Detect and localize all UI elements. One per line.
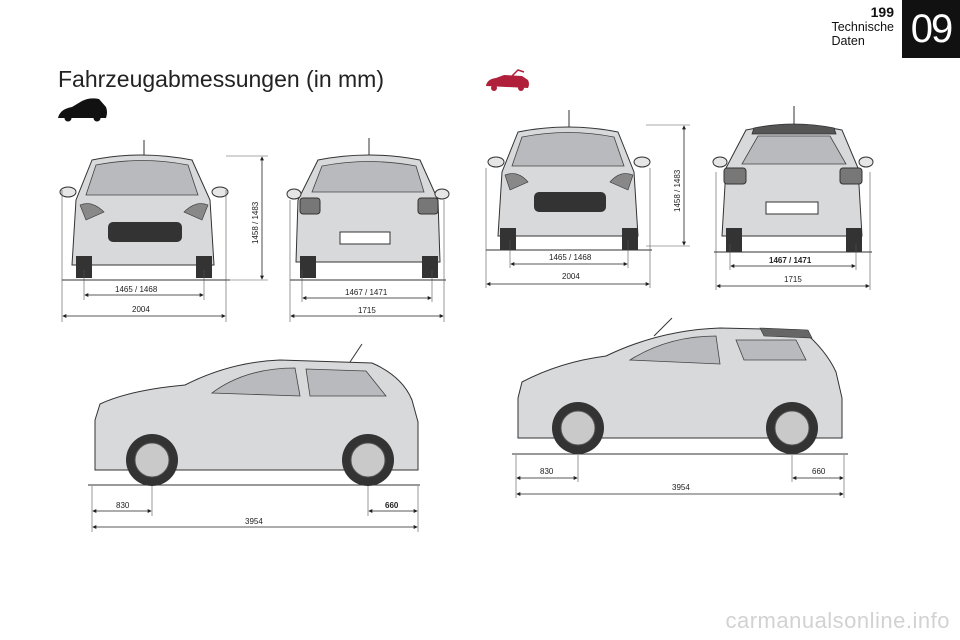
cabrio-height-label: 1458 / 1483 (673, 169, 682, 212)
hatchback-side-view (88, 343, 420, 532)
hatchback-width-label: 1715 (358, 306, 376, 315)
cabrio-front-view (485, 110, 690, 288)
hatchback-rear-overhang-label: 660 (385, 501, 399, 510)
page-number: 199 (870, 4, 894, 20)
car-hatchback-icon (58, 98, 107, 122)
watermark: carmanualsonline.info (725, 608, 950, 633)
cabrio-front-track-label: 1465 / 1468 (549, 253, 592, 262)
hatchback-length-label: 3954 (245, 517, 263, 526)
cabrio-length-label: 3954 (672, 483, 690, 492)
cabrio-width-mirrors-label: 2004 (562, 272, 580, 281)
cabrio-width-label: 1715 (784, 275, 802, 284)
cabrio-front-overhang-label: 830 (540, 467, 554, 476)
hatchback-width-mirrors-label: 2004 (132, 305, 150, 314)
page-title: Fahrzeugabmessungen (in mm) (58, 66, 384, 92)
cabrio-side-view (512, 317, 848, 498)
cabrio-rear-overhang-label: 660 (812, 467, 826, 476)
hatchback-rear-track-label: 1467 / 1471 (345, 288, 388, 297)
chapter-badge: 09 (902, 0, 960, 58)
hatchback-front-track-label: 1465 / 1468 (115, 285, 158, 294)
hatchback-rear-view (286, 138, 450, 322)
hatchback-height-label: 1458 / 1483 (251, 201, 260, 244)
hatchback-front-overhang-label: 830 (116, 501, 130, 510)
hatchback-front-view (59, 140, 268, 322)
cabrio-rear-view (712, 106, 874, 290)
cabrio-rear-track-label: 1467 / 1471 (769, 256, 812, 265)
car-cabrio-icon (486, 69, 529, 91)
section-title: Technische Daten (831, 20, 894, 48)
